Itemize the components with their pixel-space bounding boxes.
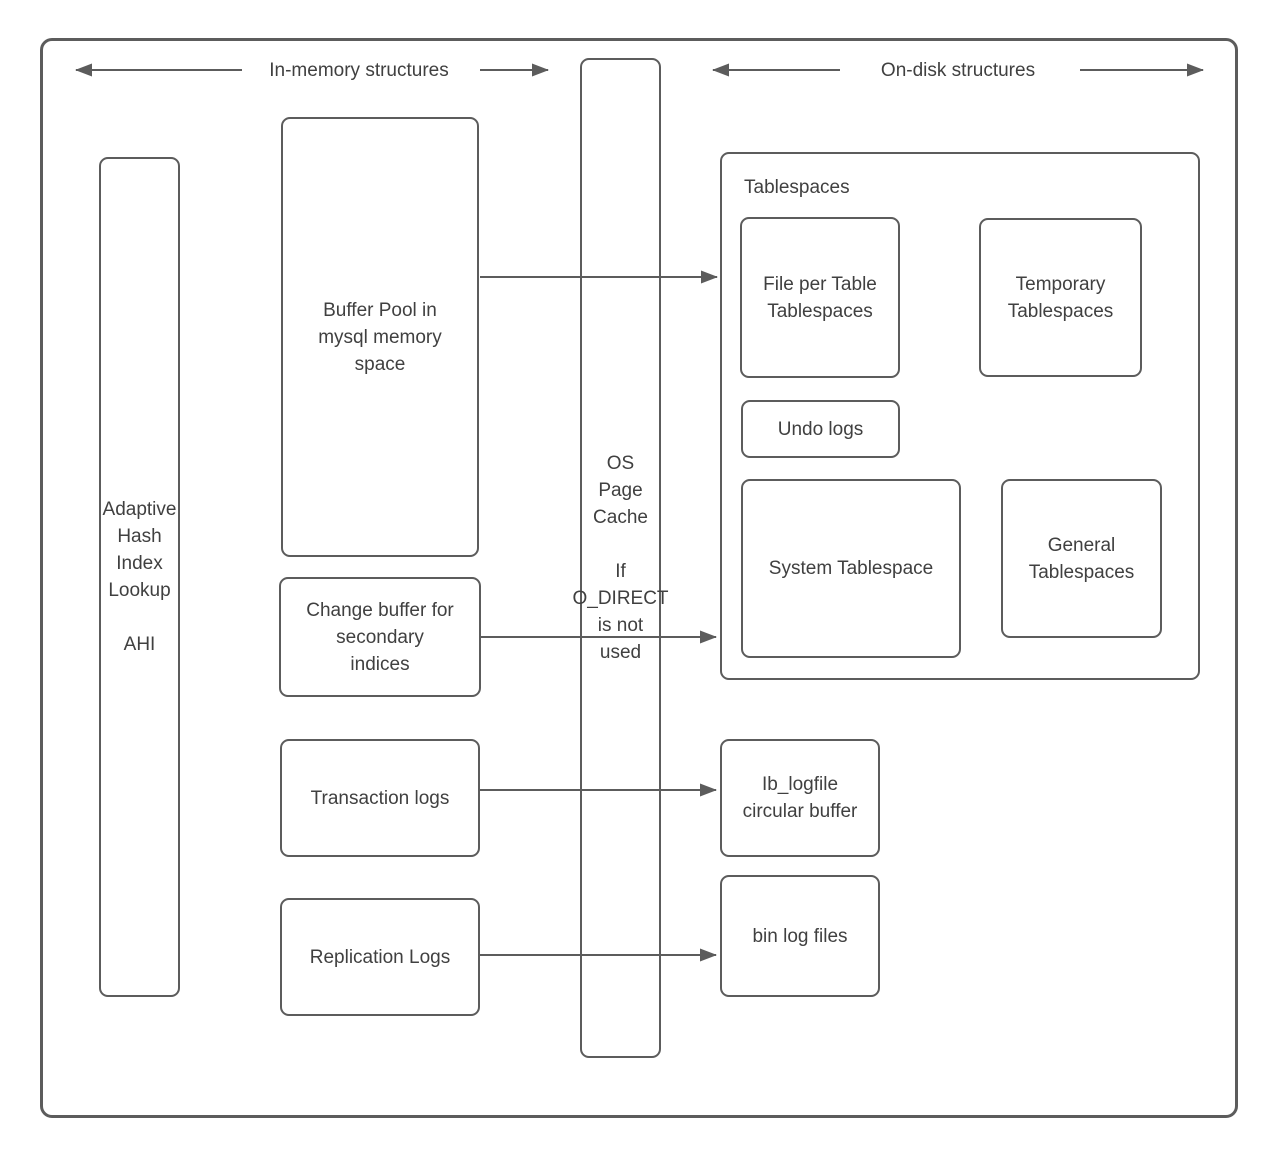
box-temporary-tablespaces: Temporary Tablespaces [979, 218, 1142, 377]
box-change-buffer: Change buffer for secondary indices [279, 577, 481, 697]
buffer-pool-label: Buffer Pool in mysql memory space [318, 299, 442, 375]
box-general-tablespaces: General Tablespaces [1001, 479, 1162, 638]
tablespaces-title: Tablespaces [744, 177, 850, 198]
on-disk-structures-label: On-disk structures [880, 60, 1036, 81]
box-os-page-cache: OS Page Cache If O_DIRECT is not used [572, 58, 669, 1058]
box-bin-log-files: bin log files [720, 875, 880, 997]
box-undo-logs: Undo logs [741, 400, 900, 458]
system-tablespace-label: System Tablespace [768, 558, 934, 579]
box-adaptive-hash-index: Adaptive Hash Index Lookup AHI [99, 157, 180, 997]
change-buffer-label: Change buffer for secondary indices [306, 599, 454, 675]
transaction-logs-label: Transaction logs [310, 787, 450, 809]
ib-logfile-label: Ib_logfile circular buffer [742, 774, 858, 822]
file-per-table-tablespaces-label: File per Table Tablespaces [763, 273, 877, 322]
box-ib-logfile: Ib_logfile circular buffer [720, 739, 880, 857]
general-tablespaces-label: General Tablespaces [1028, 534, 1135, 583]
undo-logs-label: Undo logs [777, 418, 864, 440]
box-file-per-table-tablespaces: File per Table Tablespaces [740, 217, 900, 378]
box-transaction-logs: Transaction logs [280, 739, 480, 857]
replication-logs-label: Replication Logs [309, 946, 451, 968]
os-page-cache-label: OS Page Cache If O_DIRECT is not used [572, 453, 669, 663]
box-replication-logs: Replication Logs [280, 898, 480, 1016]
box-buffer-pool: Buffer Pool in mysql memory space [281, 117, 479, 557]
bin-log-files-label: bin log files [752, 925, 848, 947]
adaptive-hash-index-label: Adaptive Hash Index Lookup AHI [102, 499, 177, 655]
box-system-tablespace: System Tablespace [741, 479, 961, 658]
in-memory-structures-label: In-memory structures [269, 60, 449, 81]
temporary-tablespaces-label: Temporary Tablespaces [1007, 273, 1114, 322]
